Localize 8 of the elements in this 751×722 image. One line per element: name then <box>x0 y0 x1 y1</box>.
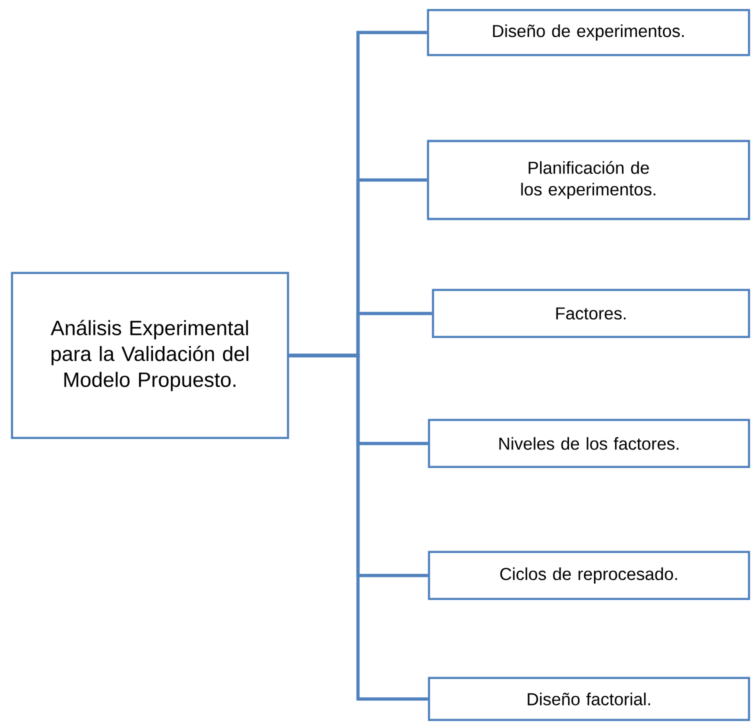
connector-line <box>289 354 428 701</box>
item-box: Diseño de experimentos. <box>426 8 750 56</box>
item-box: Factores. <box>432 288 750 338</box>
topic-box: Análisis Experimental para la Validación del Modelo Propuesto. <box>10 272 290 440</box>
item-box: Niveles de los factores. <box>428 418 750 468</box>
item-box: Planificación de los experimentos. <box>426 140 750 220</box>
item-box: Diseño factorial. <box>428 676 750 722</box>
item-box: Ciclos de reprocesado. <box>428 550 750 600</box>
